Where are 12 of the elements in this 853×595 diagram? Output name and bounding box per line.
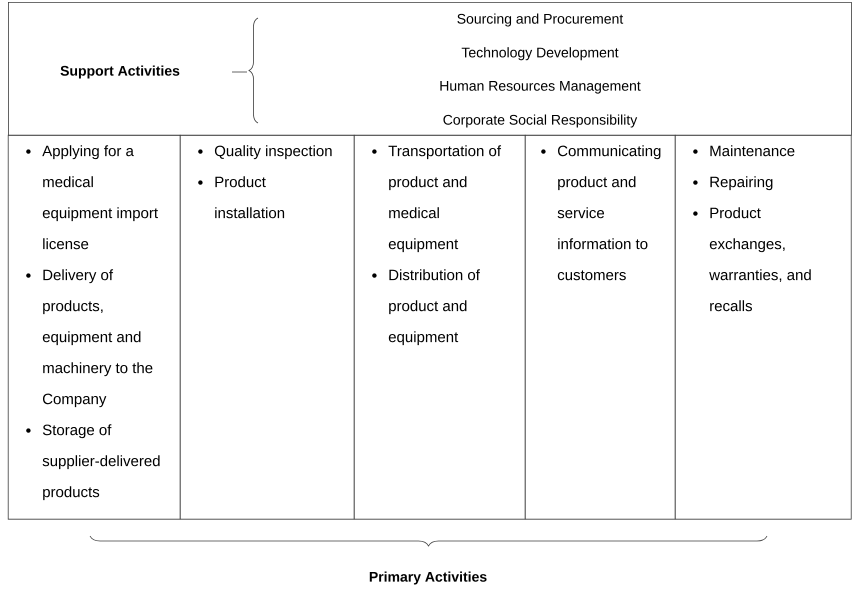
support-panel	[8, 2, 852, 136]
section-heading: Support Activities	[60, 65, 180, 79]
section-heading: Primary Activities	[370, 571, 487, 585]
activity-column: Maintenance Repairing Product exchanges, warranties, and recalls	[674, 134, 852, 520]
activity-column: Transportation of product and medical equipment Distribution of product and equipment	[354, 134, 526, 520]
activity-label: Sourcing and Procurement	[457, 13, 624, 27]
activity-column: Applying for a medical equipment import license Delivery of products, equipment and machinery to the Company Storage of supplier-delivered products	[8, 134, 181, 520]
activity-column: Quality inspection Product installation	[180, 134, 355, 520]
activity-label: Technology Development	[462, 47, 618, 60]
activity-column: Communicating product and service information to customers	[524, 134, 676, 520]
activity-label: Corporate Social Responsibility	[443, 114, 638, 128]
activity-label: Human Resources Management	[440, 81, 641, 94]
